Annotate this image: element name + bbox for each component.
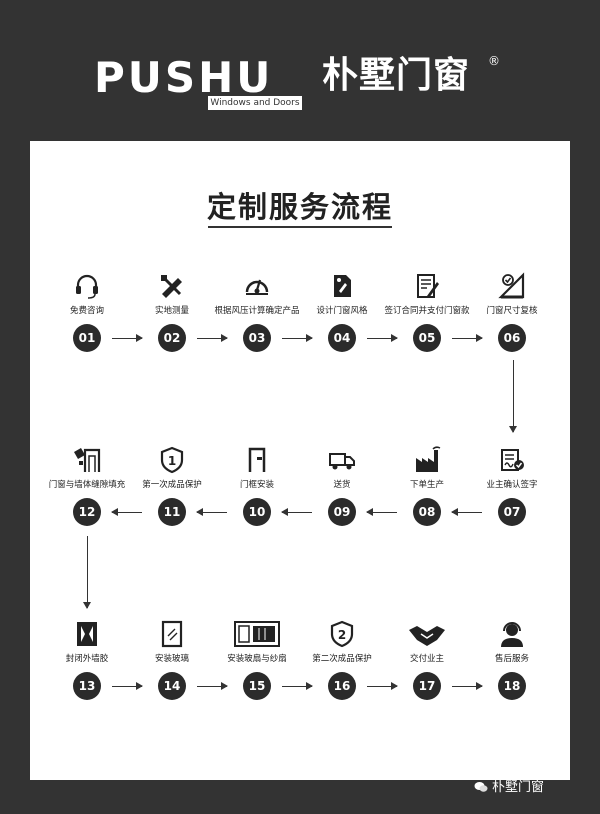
ruler-pencil-icon [158,272,186,300]
shield-two-icon: 2 [328,620,356,648]
flow-arrow-right [282,682,313,690]
step-label: 下单生产 [409,480,444,490]
step-label: 业主确认签字 [486,480,538,490]
step-label: 免费咨询 [69,306,104,316]
customer-service-icon [498,620,526,648]
flow-arrow-right [282,334,313,342]
step-label: 门框安装 [239,480,274,490]
step-label: 根据风压计算确定产品 [214,306,300,316]
door-frame-icon [243,446,271,474]
design-document-icon [328,272,356,300]
step-label: 第二次成品保护 [312,654,372,664]
gap-filling-icon [73,446,101,474]
flow-arrow-right [452,334,483,342]
step-label: 第一次成品保护 [142,480,202,490]
step-number: 08 [413,498,441,526]
step-number: 05 [413,324,441,352]
flow-arrow-right [112,334,143,342]
flow-arrow-right [197,334,228,342]
step-number: 17 [413,672,441,700]
flow-arrow-left [281,508,312,516]
step-number: 06 [498,324,526,352]
step-number: 10 [243,498,271,526]
flow-arrow-left [451,508,482,516]
step-label: 门窗尺寸复核 [486,306,538,316]
process-panel [30,141,570,780]
step-number: 16 [328,672,356,700]
svg-text:1: 1 [168,454,176,468]
step-number: 03 [243,324,271,352]
step-number: 01 [73,324,101,352]
contract-icon [413,272,441,300]
step-number: 14 [158,672,186,700]
step-label: 实地测量 [154,306,189,316]
brand-tagline: Windows and Doors [208,96,302,110]
sealant-icon [73,620,101,648]
brand-logo-chinese: 朴墅门窗 [322,55,471,96]
step-number: 18 [498,672,526,700]
step-label: 签订合同并支付门窗款 [384,306,470,316]
title-underline [208,226,392,228]
step-label: 安装玻璃 [154,654,189,664]
flow-arrow-down [509,360,517,433]
window-sash-icon [233,620,281,648]
flow-arrow-down [83,536,91,609]
flow-arrow-right [367,334,398,342]
delivery-truck-icon [328,446,356,474]
step-label: 门窗与墙体缝隙填充 [48,480,126,490]
flow-arrow-left [111,508,142,516]
brand-logo-latin: PUSHU [94,53,274,102]
gauge-icon [243,272,271,300]
flow-arrow-left [196,508,227,516]
step-label: 封闭外墙胶 [65,654,109,664]
flow-arrow-right [367,682,398,690]
headset-icon [73,272,101,300]
wechat-icon [474,778,488,792]
factory-icon [413,446,441,474]
flow-arrow-left [366,508,397,516]
flow-arrow-right [197,682,228,690]
step-number: 11 [158,498,186,526]
step-number: 13 [73,672,101,700]
step-number: 02 [158,324,186,352]
step-label: 交付业主 [409,654,444,664]
step-number: 15 [243,672,271,700]
page-title: 定制服务流程 [206,190,393,224]
step-label: 售后服务 [494,654,529,664]
registered-mark: ® [488,54,500,68]
step-number: 09 [328,498,356,526]
svg-text:2: 2 [338,628,346,642]
step-number: 04 [328,324,356,352]
step-label: 设计门窗风格 [316,306,368,316]
glass-pane-icon [158,620,186,648]
wechat-account-name: 朴墅门窗 [492,780,545,795]
shield-one-icon: 1 [158,446,186,474]
set-square-check-icon [498,272,526,300]
step-label: 安装玻扇与纱扇 [227,654,287,664]
flow-arrow-right [452,682,483,690]
step-number: 12 [73,498,101,526]
step-label: 送货 [333,480,351,490]
handshake-icon [407,620,447,648]
flow-arrow-right [112,682,143,690]
step-number: 07 [498,498,526,526]
signed-document-icon [498,446,526,474]
